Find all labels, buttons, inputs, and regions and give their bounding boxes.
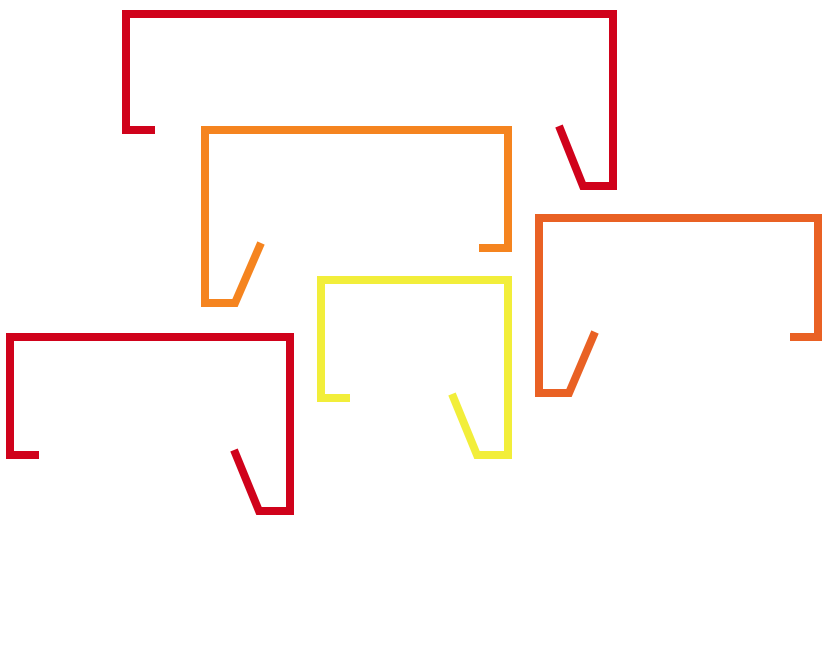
bracket-red-top <box>122 10 617 190</box>
bracket-orange-right <box>535 214 822 397</box>
bracket-yellow-center <box>317 276 512 459</box>
bracket-red-bottom-left <box>6 333 294 515</box>
bracket-orange-middle <box>201 126 512 307</box>
